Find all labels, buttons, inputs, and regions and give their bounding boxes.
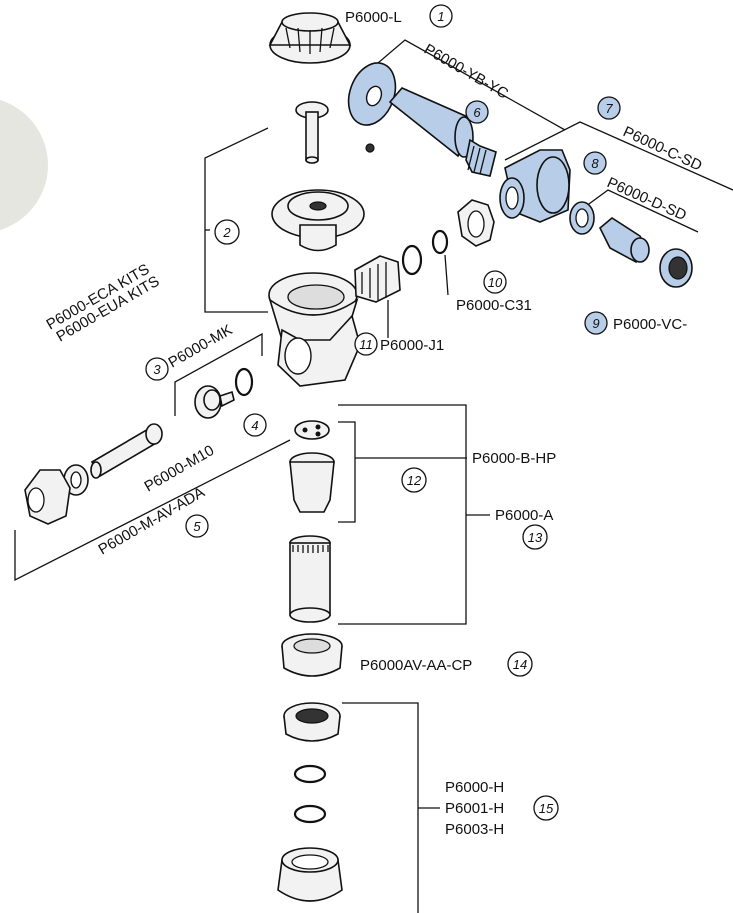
label-p6000-d-sd: P6000-D-SD <box>604 174 689 224</box>
callout-2: 2 <box>222 225 231 240</box>
callout-13: 13 <box>528 530 543 545</box>
callout-5: 5 <box>193 519 201 534</box>
label-p6000-h: P6000-H <box>445 779 504 796</box>
label-p6000-mk: P6000-MK <box>166 321 236 371</box>
callout-10: 10 <box>488 275 503 290</box>
label-p6000-j1: P6000-J1 <box>380 337 444 354</box>
part-1-cap <box>268 12 352 64</box>
callout-9: 9 <box>592 316 599 331</box>
callout-6: 6 <box>473 105 481 120</box>
label-p6000-vc: P6000-VC- <box>613 316 687 333</box>
part-2-diaphragm <box>271 189 365 252</box>
label-p6000-m10: P6000-M10 <box>142 442 218 496</box>
part-15-escutcheon <box>277 847 343 902</box>
callout-7: 7 <box>605 101 613 116</box>
part-10-nut <box>457 199 495 247</box>
callout-4: 4 <box>251 418 258 433</box>
part-8-connector <box>599 217 650 263</box>
callout-3: 3 <box>153 362 161 377</box>
part-5-handle-rod <box>90 423 163 479</box>
label-p6000-c-sd: P6000-C-SD <box>620 123 704 174</box>
callout-8: 8 <box>591 156 599 171</box>
part-12-guide <box>289 452 335 513</box>
part-11-spud <box>354 255 401 303</box>
set-screw <box>365 143 375 153</box>
callout-11: 11 <box>359 337 373 352</box>
part-8-nut <box>569 201 595 235</box>
label-p6001-h: P6001-H <box>445 800 504 817</box>
label-p6003-h: P6003-H <box>445 821 504 838</box>
part-13-cylinder <box>289 535 331 623</box>
part-2-plunger <box>295 101 329 164</box>
label-p6000-l: P6000-L <box>345 9 402 26</box>
part-7-elbow <box>499 149 571 223</box>
part-9-cap <box>659 248 693 288</box>
callout-15: 15 <box>539 801 554 816</box>
part-5-handle-nut <box>24 469 71 525</box>
main-valve-body <box>268 272 361 387</box>
part-12-disc <box>294 420 330 440</box>
label-p6000-a: P6000-A <box>495 507 553 524</box>
label-p6000av-aa-cp: P6000AV-AA-CP <box>360 657 472 674</box>
callout-12: 12 <box>407 473 422 488</box>
label-p6000-b-hp: P6000-B-HP <box>472 450 556 467</box>
part-6-tube <box>388 87 474 158</box>
callout-1: 1 <box>437 9 444 24</box>
part-14-vacuum-breaker <box>281 633 343 677</box>
part-flange <box>347 62 397 126</box>
part-3-plunger <box>194 385 235 419</box>
part-15-coupling-nut <box>283 702 341 742</box>
callout-14: 14 <box>513 657 527 672</box>
label-p6000-c31: P6000-C31 <box>456 297 532 314</box>
label-p6000-yb-yc: P6000-YB-YC <box>421 41 511 103</box>
part-6-ring <box>465 138 497 177</box>
side-tab-shape <box>0 100 48 230</box>
